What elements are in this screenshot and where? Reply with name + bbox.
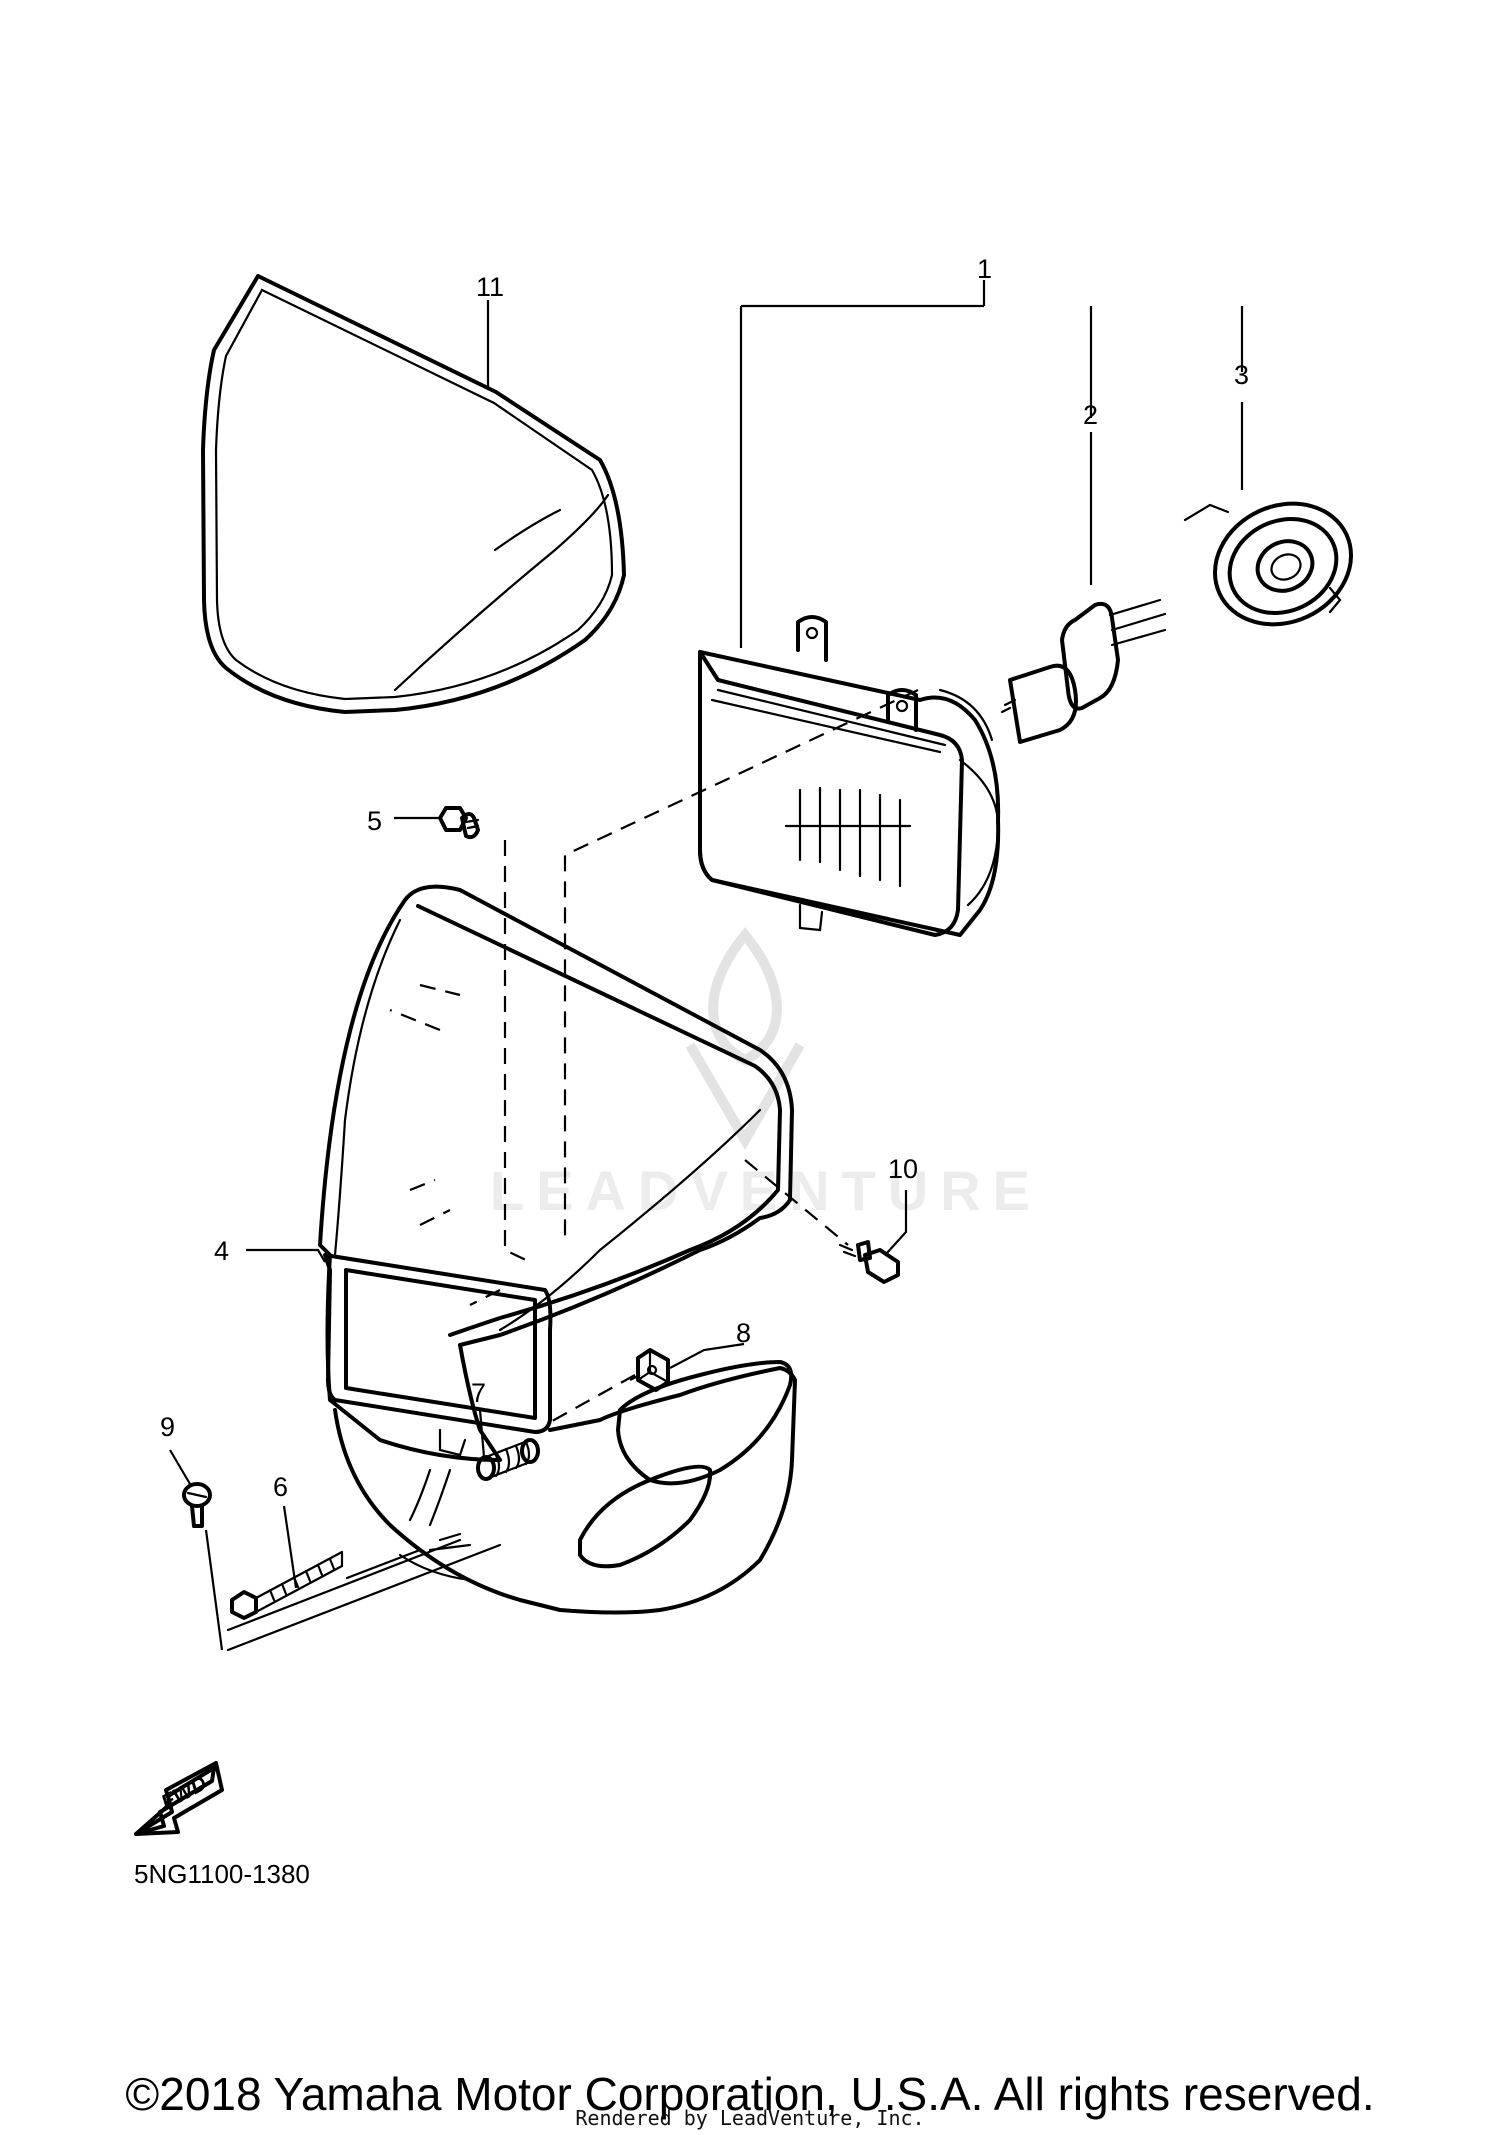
bulb-cover-part-3[interactable] xyxy=(1183,482,1371,646)
leader-lines xyxy=(169,280,1244,1651)
headlight-unit-part-1[interactable] xyxy=(698,615,1001,937)
cowling-part-4[interactable] xyxy=(318,884,797,1615)
copyright-notice: ©2018 Yamaha Motor Corporation, U.S.A. A… xyxy=(125,2068,1375,2120)
callout-5: 5 xyxy=(367,806,382,836)
callout-1: 1 xyxy=(977,254,992,284)
callout-8: 8 xyxy=(736,1318,751,1348)
bulb-part-2[interactable] xyxy=(1000,598,1167,744)
callout-labels: 1 2 3 4 5 6 7 8 9 10 11 xyxy=(160,254,1249,1502)
screw-part-9[interactable] xyxy=(182,1482,212,1528)
svg-text:LEADVENTURE: LEADVENTURE xyxy=(490,1159,1042,1222)
callout-4: 4 xyxy=(214,1236,229,1266)
bolt-part-10[interactable] xyxy=(838,1240,900,1284)
callout-3: 3 xyxy=(1234,360,1249,390)
callout-11: 11 xyxy=(476,272,504,302)
rendered-by-credit: Rendered by LeadVenture, Inc. xyxy=(575,2106,925,2130)
nut-part-8[interactable] xyxy=(636,1348,670,1392)
spring-part-7[interactable] xyxy=(476,1438,540,1481)
callout-2: 2 xyxy=(1083,400,1098,430)
diagram-code: 5NG1100-1380 xyxy=(134,1859,310,1889)
visor-part-11[interactable] xyxy=(201,274,626,714)
callout-10: 10 xyxy=(888,1154,918,1184)
assembly-guide-lines xyxy=(226,689,919,1652)
bolt-part-5[interactable] xyxy=(438,806,480,840)
callout-9: 9 xyxy=(160,1412,175,1442)
callout-6: 6 xyxy=(273,1472,288,1502)
forward-arrow-icon: FWD xyxy=(134,1761,224,1836)
callout-7: 7 xyxy=(471,1378,486,1408)
